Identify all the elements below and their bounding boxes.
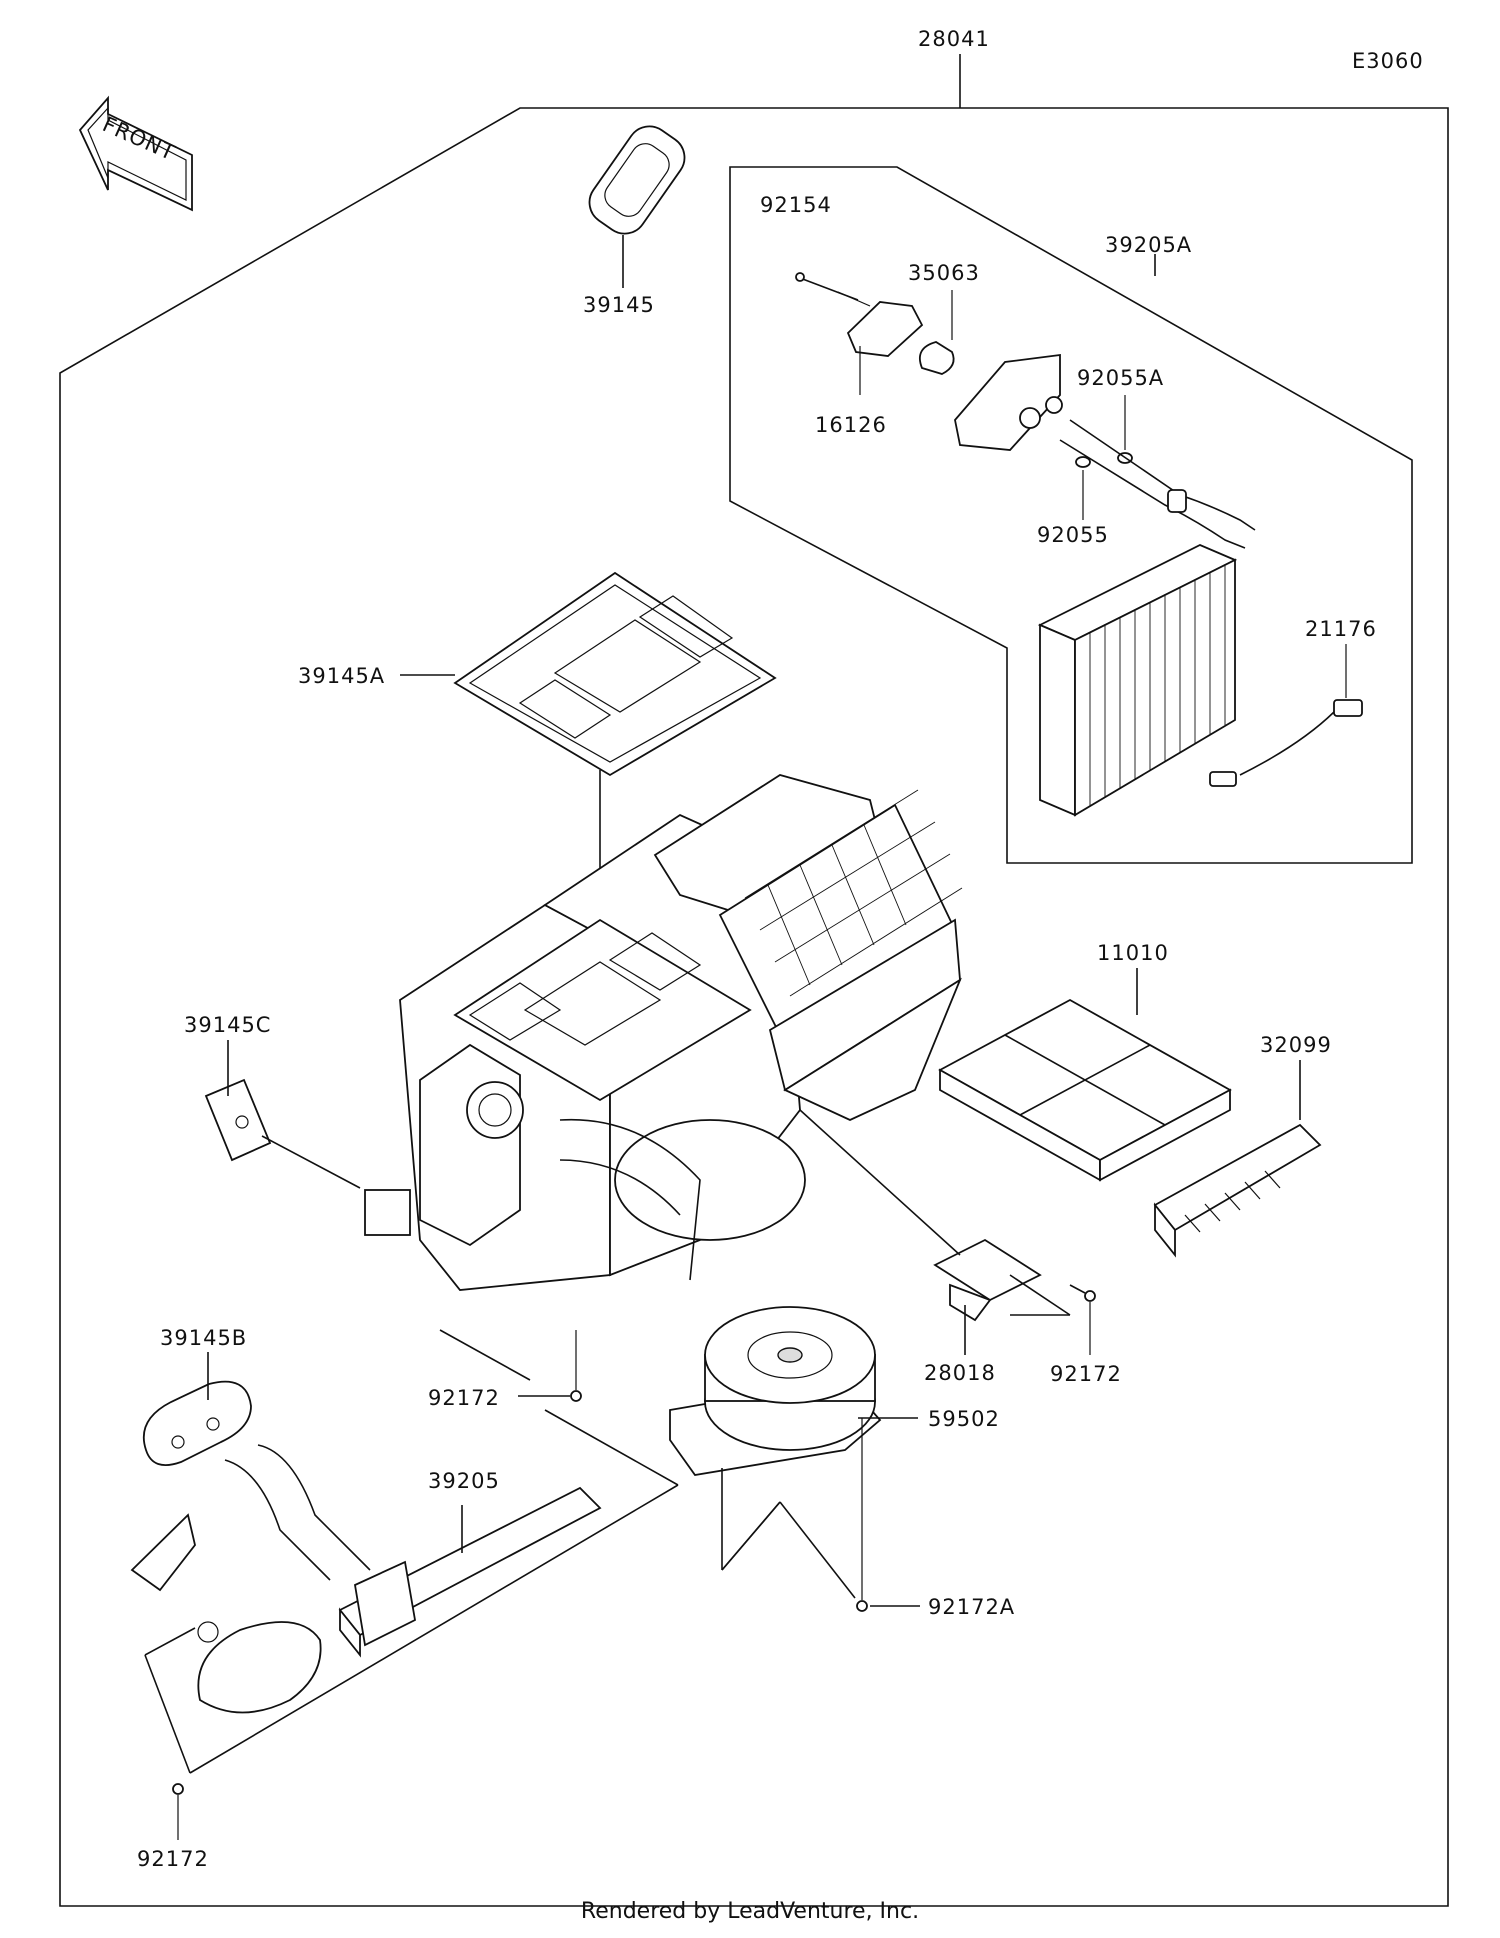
part-39145C-pad xyxy=(204,1040,361,1189)
label-39145C: 39145C xyxy=(184,1013,271,1037)
part-92055-oring xyxy=(1075,456,1091,520)
evaporator-subframe xyxy=(729,166,1413,864)
label-92172-center: 92172 xyxy=(428,1386,500,1410)
part-16126-valve xyxy=(846,301,924,395)
label-92055: 92055 xyxy=(1037,523,1109,547)
part-92172-screw-bottom xyxy=(172,1783,184,1840)
part-92154-bolt xyxy=(795,272,871,307)
part-evaporator-flange xyxy=(954,353,1063,451)
part-35063-clip xyxy=(918,290,955,375)
part-28018-resistor xyxy=(799,1109,1071,1355)
label-39145: 39145 xyxy=(583,293,655,317)
part-92172A-screw xyxy=(721,1418,920,1612)
part-32099-filter-cover xyxy=(1153,1060,1322,1258)
label-92172A: 92172A xyxy=(928,1595,1015,1619)
diagram-code: E3060 xyxy=(1352,49,1424,73)
part-39205-heater-core xyxy=(224,1444,602,1658)
label-39145A: 39145A xyxy=(298,664,385,688)
part-92172-screw-right xyxy=(1069,1284,1096,1355)
label-11010: 11010 xyxy=(1097,941,1169,965)
part-heater-bracket xyxy=(130,1513,322,1774)
part-59502-blower xyxy=(669,1306,918,1476)
label-92172-bottom: 92172 xyxy=(137,1847,209,1871)
part-39145-gasket xyxy=(588,125,686,288)
part-39205A-evaporator-core xyxy=(1037,544,1238,817)
label-32099: 32099 xyxy=(1260,1033,1332,1057)
label-92172-right: 92172 xyxy=(1050,1362,1122,1386)
label-39205: 39205 xyxy=(428,1469,500,1493)
footer-credit: Rendered by LeadVenture, Inc. xyxy=(580,1899,920,1924)
assembly-frame xyxy=(59,107,1449,1907)
part-21176-sensor xyxy=(1209,644,1363,787)
label-35063: 35063 xyxy=(908,261,980,285)
part-evaporator-pipes xyxy=(1059,419,1256,549)
label-28041: 28041 xyxy=(918,27,990,51)
part-39145B-grommet xyxy=(142,1352,252,1466)
label-59502: 59502 xyxy=(928,1407,1000,1431)
label-16126: 16126 xyxy=(815,413,887,437)
label-92055A: 92055A xyxy=(1077,366,1164,390)
label-92154: 92154 xyxy=(760,193,832,217)
label-28018: 28018 xyxy=(924,1361,996,1385)
part-92172-screw-center xyxy=(189,1329,679,1774)
front-arrow-icon: FRONT xyxy=(78,95,193,212)
part-92055A-oring xyxy=(1117,395,1133,464)
label-39145B: 39145B xyxy=(160,1326,247,1350)
part-28041-hvac-housing xyxy=(364,774,963,1291)
label-21176: 21176 xyxy=(1305,617,1377,641)
part-11010-cabin-filter xyxy=(938,968,1232,1182)
label-39205A: 39205A xyxy=(1105,233,1192,257)
